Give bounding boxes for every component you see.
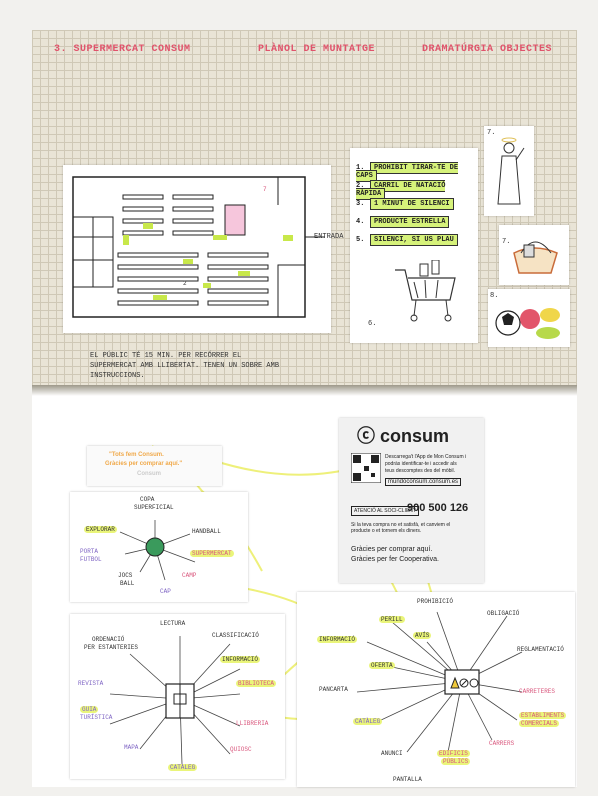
mindmap-sports: COPA SUPERFICIAL EXPLORAR HANDBALL PORTA… <box>70 492 248 602</box>
mindmap-word: LLIBRERIA <box>236 720 269 727</box>
quote-line-3: Consum <box>137 471 161 477</box>
mindmap-word: EXPLORAR <box>84 526 117 533</box>
mindmap-word: PER ESTANTERIES <box>84 644 139 651</box>
floor-plan: 7 2 <box>63 165 331 333</box>
svg-text:7: 7 <box>263 186 267 193</box>
consum-logo: ⓒ consum <box>357 426 450 446</box>
fruit-label: 8. <box>490 292 499 300</box>
mindmap-word: TURÍSTICA <box>80 714 113 721</box>
figure-card: 7. <box>484 126 534 216</box>
mindmap-word: ANUNCI <box>381 750 403 757</box>
list-item: 5.SILENCI, SI US PLAU <box>356 234 458 246</box>
mindmap-word: FUTBOL <box>80 556 102 563</box>
phone-number[interactable]: 900 500 126 <box>407 502 469 514</box>
consum-c-icon: ⓒ <box>357 426 375 446</box>
person-icon <box>497 137 525 205</box>
promo-line: teus descomptes des del mòbil. <box>385 468 456 474</box>
mindmap-word: HANDBALL <box>192 528 221 535</box>
mindmap-word: QUIOSC <box>230 746 252 753</box>
mindmap-reading: LECTURA ORDENACIÓ PER ESTANTERIES CLASSI… <box>70 614 285 779</box>
floor-plan-drawing: 7 2 <box>72 176 325 318</box>
mindmap-word: SUPERMERCAT <box>190 550 234 557</box>
basket-label: 7. <box>502 238 511 246</box>
quote-line-2: Gràcies per comprar aquí." <box>105 461 183 467</box>
mindmap-word: INFORMACIÓ <box>220 656 261 663</box>
svg-text:2: 2 <box>183 280 187 287</box>
quote-sticker: "Tots fem Consum. Gràcies per comprar aq… <box>87 446 222 486</box>
mindmap-word: CARRERS <box>489 740 515 747</box>
mindmap-word: CAMP <box>182 572 197 579</box>
mindmap-word: CATÀLEG <box>353 718 383 725</box>
promo-line: podràs identificar-te i accedir als <box>385 461 457 467</box>
mindmap-word: CAP <box>160 588 171 595</box>
mindmap-signs-lines <box>356 611 523 758</box>
thanks-line-1: Gràcies per comprar aquí. <box>351 546 433 553</box>
mindmap-signs: PROHIBICIÓ OBLIGACIÓ PERILL AVÍS INFORMA… <box>297 592 575 787</box>
qr-code-icon <box>351 453 381 483</box>
list-item: 3.1 MINUT DE SILENCI <box>356 198 454 210</box>
mindmap-word: PANCARTA <box>319 686 348 693</box>
list-item: 1.PROHIBIT TIRAR-TE DE CAPS <box>356 162 459 182</box>
book-gutter <box>32 385 577 396</box>
entrance-label: ENTRADA <box>314 233 344 241</box>
mindmap-word: REVISTA <box>78 680 104 687</box>
mindmap-word: COMERCIALS <box>519 720 560 727</box>
mindmap-word: BALL <box>120 580 135 587</box>
mindmap-word: MAPA <box>124 744 139 751</box>
mindmap-word: JOCS <box>118 572 133 579</box>
notebook: 3. SUPERMERCAT CONSUM PLÀNOL DE MUNTATGE… <box>32 30 577 787</box>
mindmap-word: OFERTA <box>369 662 395 669</box>
mindmap-word: BIBLIOTECA <box>236 680 277 687</box>
mindmap-word: ESTABLIMENTS <box>519 712 567 719</box>
promo-line: Descarrega't l'App de Mon Consum i <box>385 454 467 460</box>
mindmap-word: SUPERFICIAL <box>134 504 174 511</box>
quote-line-1: "Tots fem Consum. <box>109 452 164 458</box>
mindmap-word: EDIFICIS <box>437 750 470 757</box>
mindmap-word: PORTA <box>80 548 99 555</box>
mindmap-word: REGLAMENTACIÓ <box>517 646 564 653</box>
book-icon <box>165 683 195 719</box>
mindmap-word: CATÀLEG <box>168 764 198 771</box>
mindmap-word: AVÍS <box>413 632 432 639</box>
mindmap-word: OBLIGACIÓ <box>487 610 520 617</box>
basket-icon <box>513 241 558 274</box>
header-left: 3. SUPERMERCAT CONSUM <box>54 44 191 55</box>
mindmap-sports-lines <box>119 520 196 581</box>
figure-label: 7. <box>487 129 496 137</box>
list-label-6: 6. <box>368 320 377 328</box>
mindmap-word: CLASSIFICACIÓ <box>212 632 259 639</box>
header-right: DRAMATÚRGIA OBJECTES <box>422 44 553 55</box>
instructions-card: 1.PROHIBIT TIRAR-TE DE CAPS 2.CARRIL DE … <box>350 148 478 343</box>
mindmap-reading-lines <box>109 636 241 765</box>
mindmap-word: PANTALLA <box>393 776 422 783</box>
mindmap-word: CARRETERES <box>519 688 556 695</box>
mindmap-word: GUIA <box>80 706 99 713</box>
mindmap-word: ORDENACIÓ <box>92 636 125 643</box>
header-middle: PLÀNOL DE MUNTATGE <box>258 44 376 55</box>
thanks-line-2: Gràcies per fer Cooperativa. <box>351 556 439 563</box>
basket-card: 7. <box>499 225 569 285</box>
mindmap-word: PÚBLICS <box>441 758 471 765</box>
fine-print: Si la teva compra no et satisfà, et canv… <box>351 522 451 534</box>
list-item: 4.PRODUCTE ESTRELLA <box>356 216 450 228</box>
mindmap-word: PERILL <box>379 616 405 623</box>
consum-receipt: ⓒ consum Descarrega't l'App de Mon Consu… <box>339 418 484 583</box>
mindmap-word: PROHIBICIÓ <box>417 598 454 605</box>
timing-note: EL PÚBLIC TÉ 15 MIN. PER RECÓRRER EL SUP… <box>90 352 280 380</box>
shopping-cart-icon <box>395 260 456 322</box>
consum-url[interactable]: mundoconsum.consum.es <box>385 478 462 486</box>
mindmap-word: INFORMACIÓ <box>317 636 358 643</box>
mindmap-word: LECTURA <box>160 620 186 627</box>
list-item: 2.CARRIL DE NATACIÓ RÀPIDA <box>356 180 446 200</box>
fruit-icon <box>495 308 560 339</box>
grid-page: 3. SUPERMERCAT CONSUM PLÀNOL DE MUNTATGE… <box>32 30 577 385</box>
signs-icon <box>444 669 480 695</box>
mindmap-page: "Tots fem Consum. Gràcies per comprar aq… <box>32 396 577 787</box>
mindmap-word: COPA <box>140 496 155 503</box>
phone-label: ATENCIÓ AL SOCI-CLIENT <box>351 506 419 516</box>
fruit-card: 8. <box>488 289 570 347</box>
